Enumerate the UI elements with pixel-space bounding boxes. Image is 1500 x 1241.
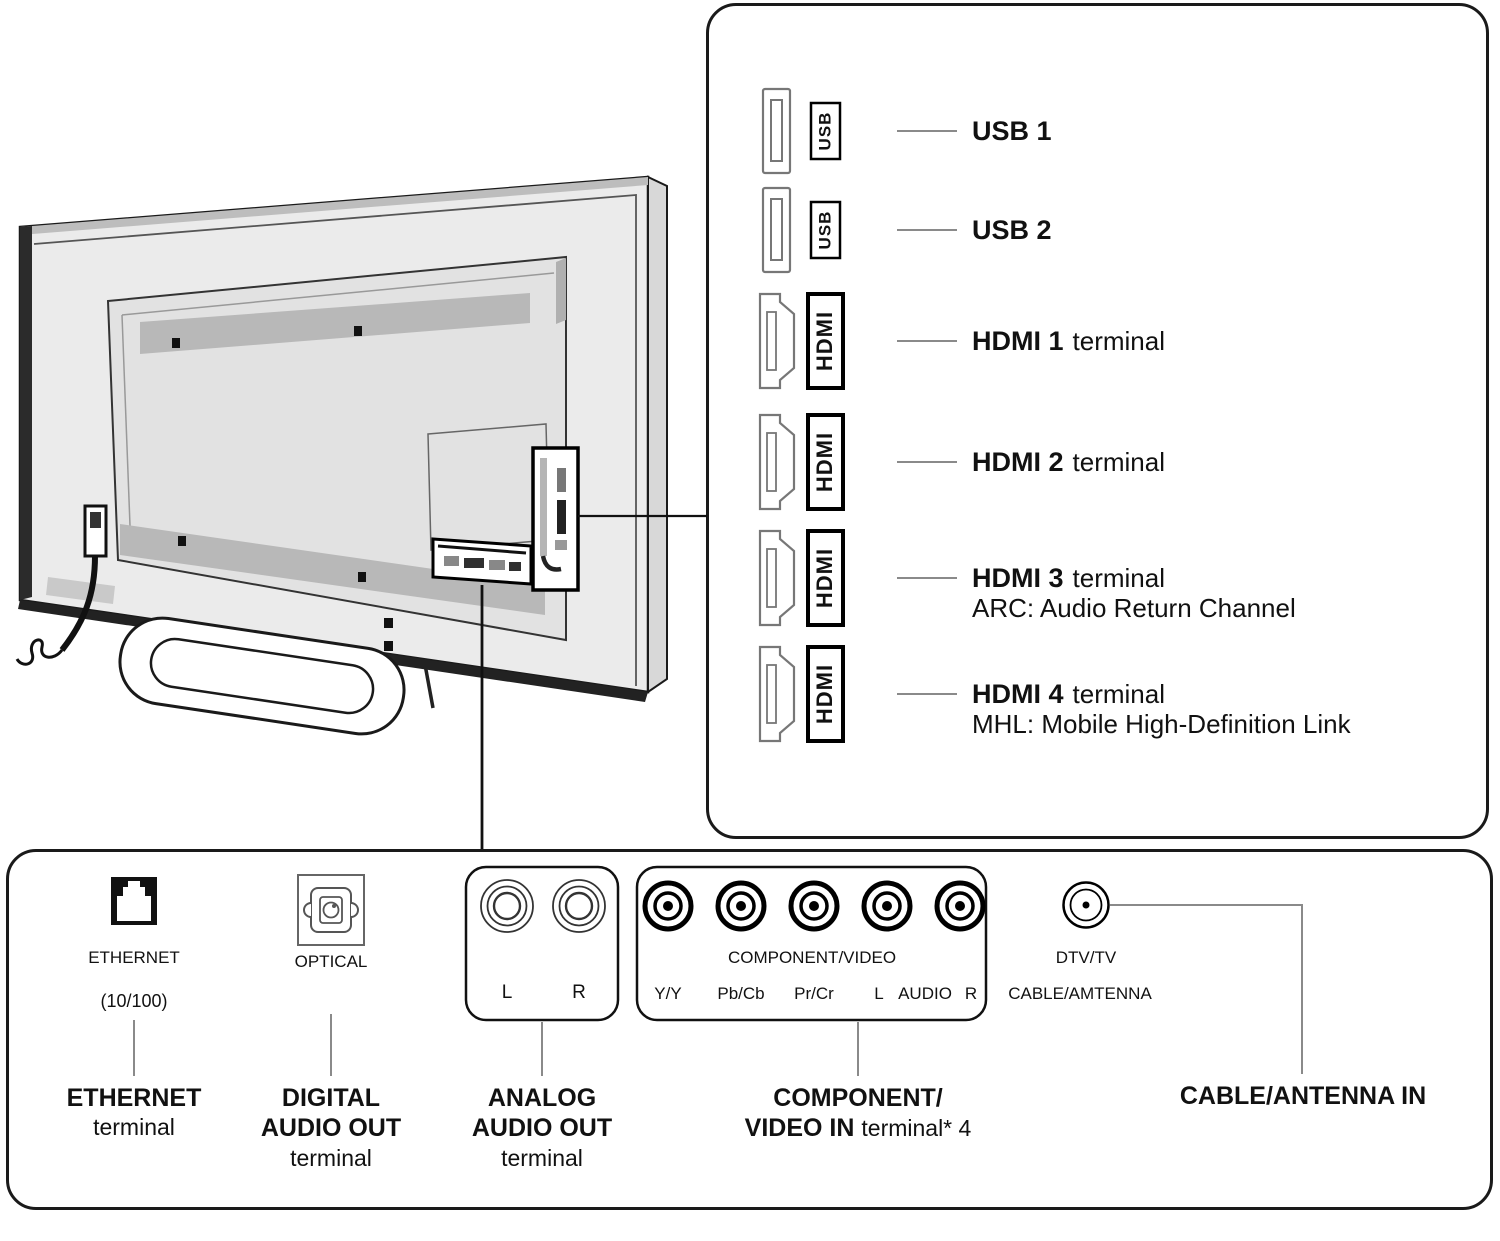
row-subtitle-hdmi3: ARC: Audio Return Channel xyxy=(972,593,1296,623)
hdmi-port-label: HDMI xyxy=(812,663,837,725)
component-caption-line2: VIDEO IN terminal* 4 xyxy=(744,1114,972,1142)
analog-audio-caption: ANALOG xyxy=(487,1084,597,1112)
tv-back-illustration xyxy=(15,175,668,736)
tv-bottom-port-panel xyxy=(431,537,533,586)
usb-port-label: USB xyxy=(815,210,835,250)
component-jack-label: Pb/Cb xyxy=(717,984,765,1003)
analog-audio-caption-sub: terminal xyxy=(501,1145,583,1171)
tv-stand xyxy=(118,616,406,736)
component-jack-label: AUDIO xyxy=(898,984,952,1003)
optical-label: OPTICAL xyxy=(294,952,368,971)
power-cord xyxy=(15,504,108,666)
component-jack-label: L xyxy=(874,984,884,1003)
component-jack-label: Y/Y xyxy=(654,984,682,1003)
analog-audio-caption: AUDIO OUT xyxy=(471,1114,613,1142)
usb-hdmi-panel xyxy=(706,3,1489,839)
bottom-terminal-panel xyxy=(6,849,1493,1210)
cable-amtenna-label: CABLE/AMTENNA xyxy=(1008,984,1152,1003)
dtv-tv-label: DTV/TV xyxy=(1055,948,1117,967)
usb-port-label: USB xyxy=(815,111,835,151)
hdmi-port-label: HDMI xyxy=(812,310,837,372)
cable-antenna-caption: CABLE/ANTENNA IN xyxy=(1179,1082,1427,1110)
row-title-usb2: USB 2 xyxy=(972,215,1052,245)
ethernet-caption-sub: terminal xyxy=(93,1114,175,1140)
digital-audio-caption-sub: terminal xyxy=(290,1145,372,1171)
ethernet-speed-label: (10/100) xyxy=(100,991,168,1011)
row-subtitle-hdmi4: MHL: Mobile High-Definition Link xyxy=(972,709,1351,739)
analog-right-label: R xyxy=(572,982,586,1003)
vesa-strip-bottom xyxy=(120,524,545,615)
ethernet-label: ETHERNET xyxy=(88,948,180,967)
vesa-strip-top xyxy=(140,293,530,354)
digital-audio-caption: DIGITAL xyxy=(281,1084,381,1112)
hdmi-port-label: HDMI xyxy=(812,431,837,493)
component-jack-label: Pr/Cr xyxy=(794,984,834,1003)
hdmi-port-label: HDMI xyxy=(812,547,837,609)
analog-left-label: L xyxy=(501,982,513,1003)
row-title-usb1: USB 1 xyxy=(972,116,1052,146)
tv-side-port-panel xyxy=(531,446,580,592)
component-caption: COMPONENT/ xyxy=(773,1084,943,1112)
digital-audio-caption: AUDIO OUT xyxy=(260,1114,402,1142)
screw-holes xyxy=(172,326,393,651)
component-group-label: COMPONENT/VIDEO xyxy=(727,948,897,967)
ethernet-caption: ETHERNET xyxy=(66,1084,202,1112)
component-jack-label: R xyxy=(964,984,978,1003)
